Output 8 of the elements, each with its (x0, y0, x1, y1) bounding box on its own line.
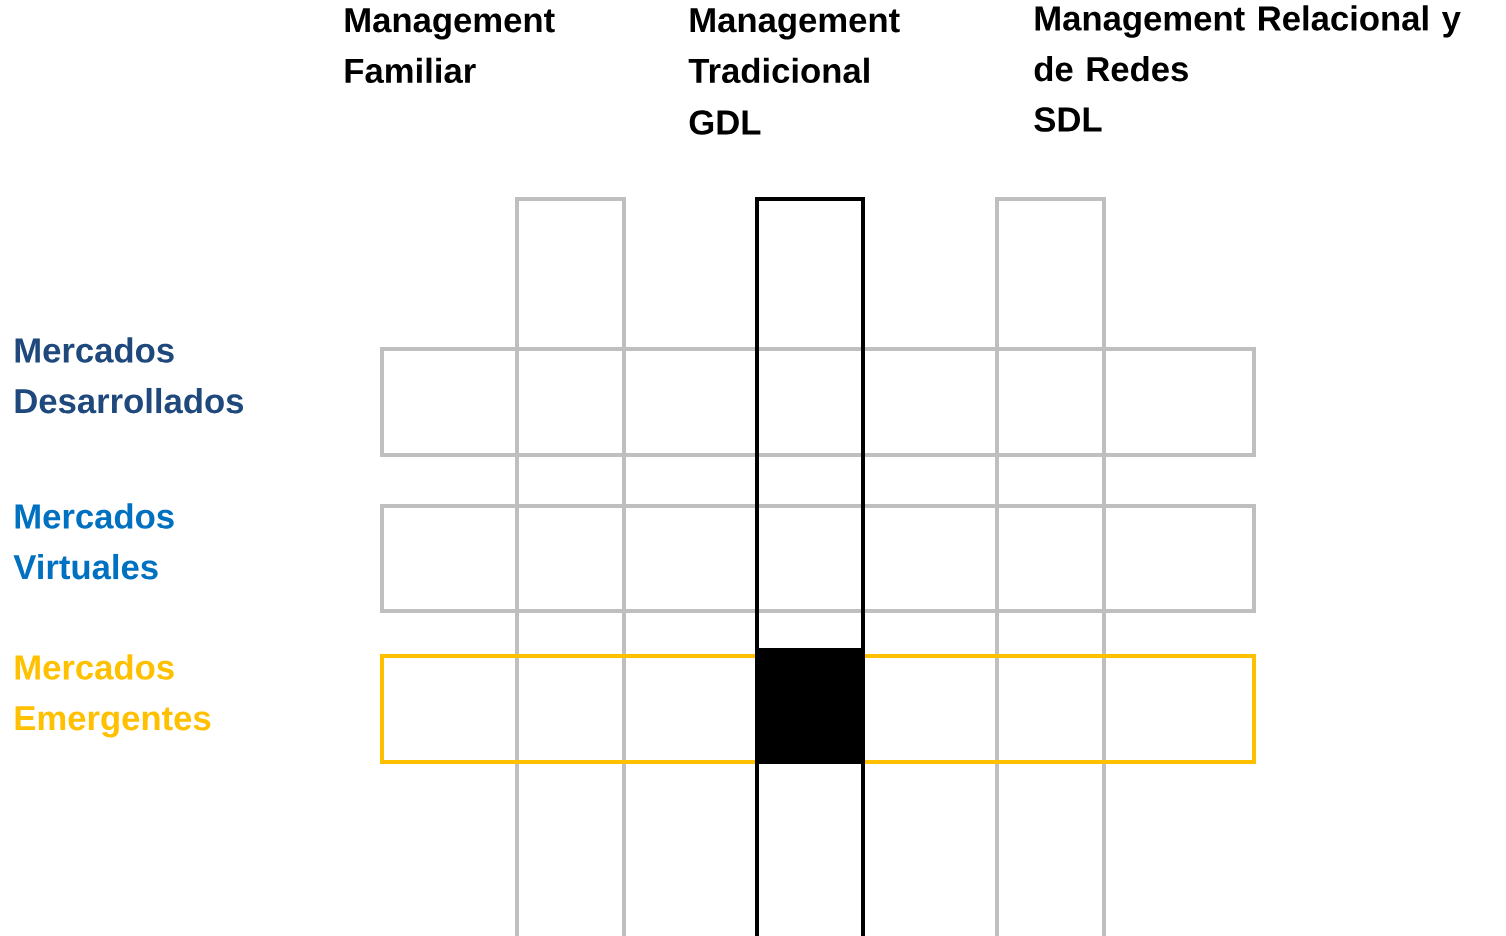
row-label: Mercados Desarrollados (15, 337, 244, 414)
row-label: Mercados Emergentes (15, 654, 211, 738)
column-heading: Management Relacional y de Redes (1034, 5, 1461, 82)
column-heading: GDL (689, 110, 761, 135)
column-heading: Management Tradicional (688, 8, 900, 84)
column-heading: Management Familiar (345, 8, 555, 84)
column-heading: SDL (1034, 107, 1102, 132)
row-label: Mercados Virtuales (13, 503, 174, 580)
